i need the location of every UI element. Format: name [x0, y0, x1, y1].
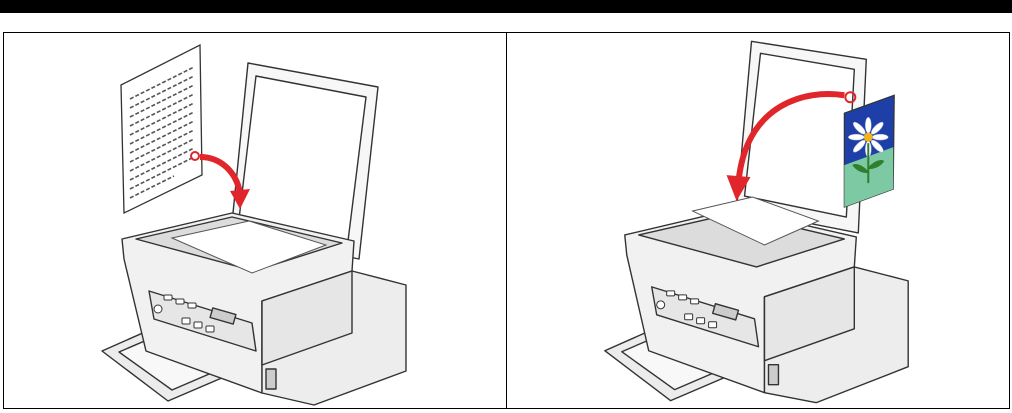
illustration-panels	[3, 32, 1010, 409]
panel-text-document	[4, 33, 506, 408]
flower-photo	[844, 95, 894, 207]
panel-photo	[506, 33, 1009, 408]
header-bar	[0, 0, 1012, 13]
printer-illustration	[4, 33, 506, 408]
text-document	[121, 45, 202, 213]
printer-illustration	[507, 33, 1009, 408]
